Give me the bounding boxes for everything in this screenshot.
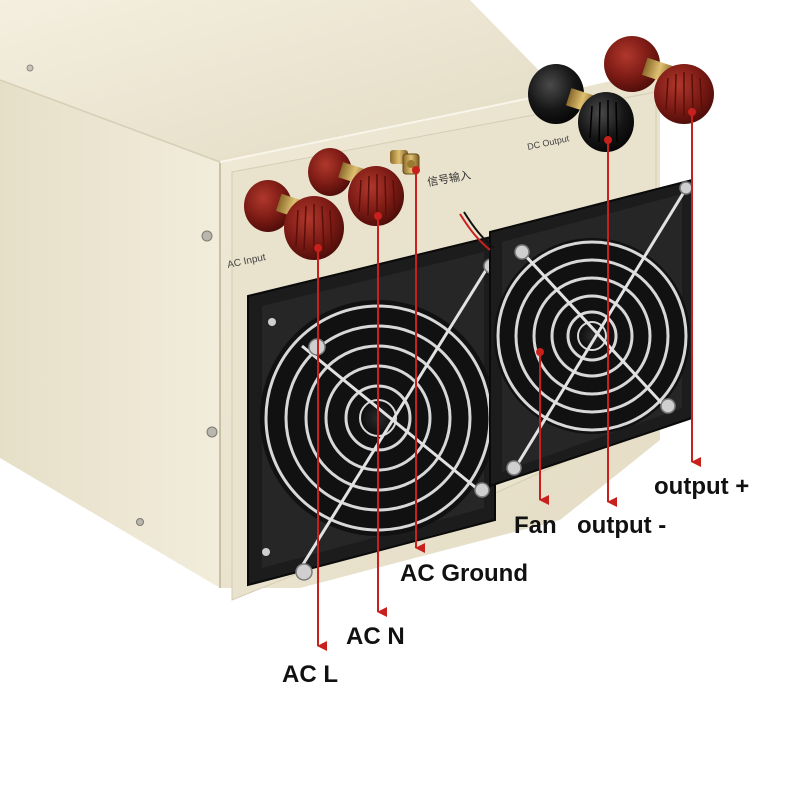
case-side [0, 80, 220, 588]
screw-icon [295, 563, 313, 581]
case-screws [26, 64, 218, 526]
terminal-dc-minus [528, 64, 634, 152]
binding-post-icon [348, 166, 404, 226]
callout-ac-l: AC L [282, 661, 338, 688]
terminal-ac-l [244, 180, 344, 260]
screw-icon [201, 230, 213, 242]
callout-fan: Fan [514, 512, 557, 539]
screw-icon [136, 518, 144, 526]
screw-icon [474, 482, 490, 498]
fan-right [489, 178, 693, 488]
screw-icon [514, 244, 530, 260]
callout-output-minus: output - [577, 512, 667, 539]
callout-lines [314, 108, 701, 651]
fan-wires [459, 211, 495, 251]
callout-ac-ground: AC Ground [400, 560, 528, 587]
screw-icon [26, 64, 34, 72]
case-top [0, 0, 560, 162]
terminal-dc-plus [604, 36, 714, 124]
screw-icon [660, 398, 676, 414]
callout-ac-n: AC N [346, 623, 405, 650]
screw-icon [506, 460, 522, 476]
screw-icon [679, 181, 693, 195]
callout-output-plus: output + [654, 473, 750, 500]
screw-icon [206, 426, 218, 438]
terminal-ac-n [308, 148, 404, 226]
